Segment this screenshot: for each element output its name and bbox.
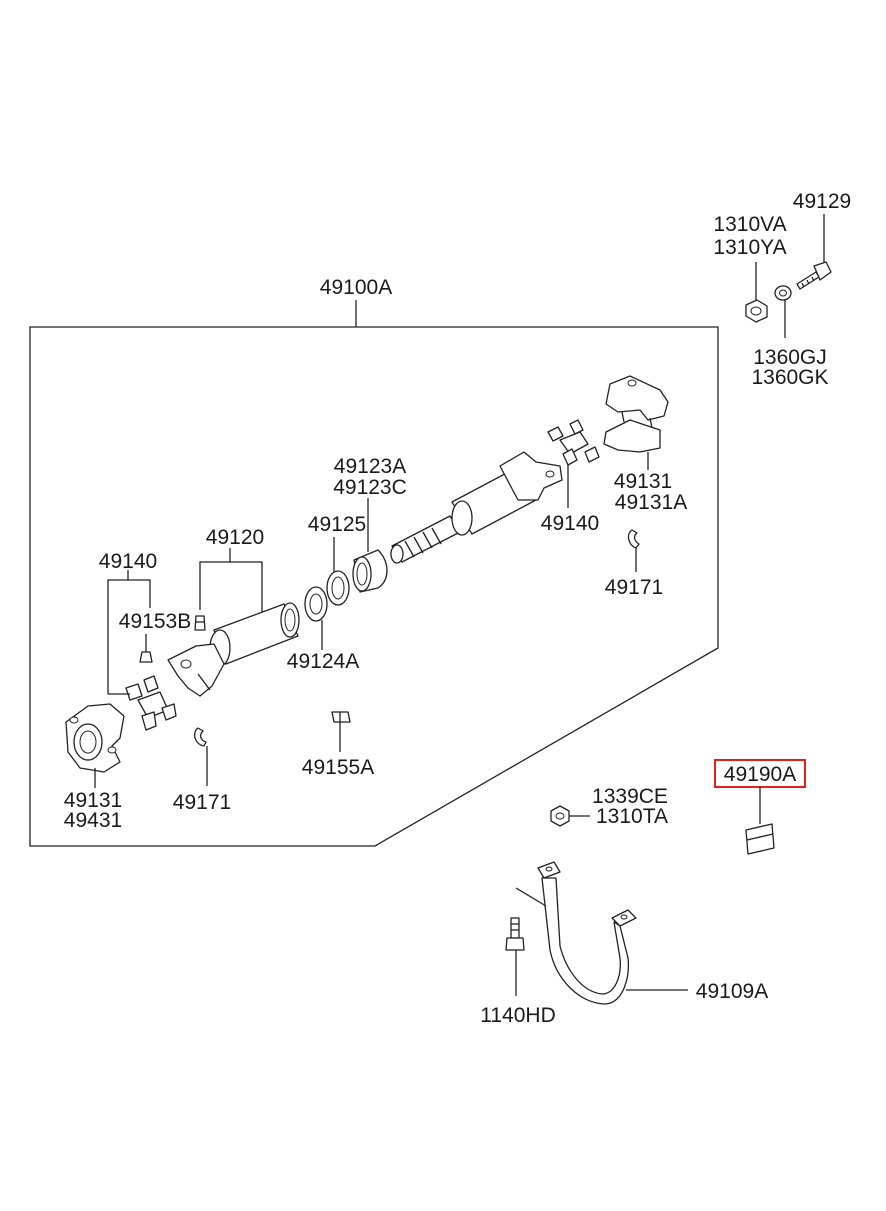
nut-1310VA: [745, 299, 768, 323]
callout-49123A[interactable]: 49123A: [334, 455, 406, 478]
callout-49123C[interactable]: 49123C: [333, 476, 407, 499]
seal-49125: [326, 570, 350, 606]
callout-49109A[interactable]: 49109A: [696, 980, 768, 1003]
snap-ring-49171-right: [627, 529, 640, 549]
callout-49100A[interactable]: 49100A: [320, 276, 392, 299]
washer-49124A: [304, 586, 328, 622]
flange-yoke-49131-left: [65, 703, 125, 773]
flange-yoke-49131-right: [603, 375, 669, 453]
snap-ring-49171-left: [193, 727, 207, 747]
callout-1310VA[interactable]: 1310VA: [713, 213, 786, 236]
safety-strap-49109A: [537, 861, 637, 1005]
propeller-tube-49120: [167, 602, 300, 697]
callout-49129[interactable]: 49129: [793, 190, 851, 213]
callout-1310YA[interactable]: 1310YA: [713, 236, 786, 259]
callout-1339CE[interactable]: 1339CE: [592, 785, 668, 808]
grease-fitting-49155A: [331, 711, 351, 723]
callout-49124A[interactable]: 49124A: [287, 650, 359, 673]
label-plate-49190A: [745, 823, 775, 855]
callout-49153B[interactable]: 49153B: [119, 610, 191, 633]
callout-49171-right[interactable]: 49171: [605, 576, 663, 599]
bolt-49129: [796, 261, 832, 290]
callout-1360GK[interactable]: 1360GK: [751, 366, 828, 389]
callout-49155A[interactable]: 49155A: [302, 756, 374, 779]
universal-joint-49140-right: [547, 419, 600, 466]
nut-1339CE: [550, 805, 570, 827]
callout-49125[interactable]: 49125: [308, 513, 366, 536]
callout-49140-left[interactable]: 49140: [99, 550, 157, 573]
callout-49431[interactable]: 49431: [64, 809, 122, 832]
callout-1140HD[interactable]: 1140HD: [480, 1004, 556, 1027]
callout-49131-left[interactable]: 49131: [64, 789, 122, 812]
callout-49131-right[interactable]: 49131: [614, 470, 672, 493]
washer-1360GJ: [774, 285, 792, 301]
bearing-49123A: [352, 549, 388, 593]
callout-49140-right[interactable]: 49140: [541, 512, 599, 535]
callout-49190A[interactable]: 49190A: [724, 763, 796, 786]
universal-joint-49140-left: [125, 675, 177, 731]
slip-yoke-shaft: [390, 451, 563, 564]
callout-49131A[interactable]: 49131A: [615, 491, 687, 514]
callout-49171-left[interactable]: 49171: [173, 791, 231, 814]
callout-1360GJ[interactable]: 1360GJ: [753, 346, 827, 369]
grease-fitting-49153B-top: [194, 615, 206, 631]
assembly-outline: [29, 326, 719, 847]
callout-49120[interactable]: 49120: [206, 526, 264, 549]
grease-fitting-49153B: [139, 651, 153, 663]
callout-1310TA[interactable]: 1310TA: [596, 805, 668, 828]
bolt-1140HD: [505, 917, 525, 951]
